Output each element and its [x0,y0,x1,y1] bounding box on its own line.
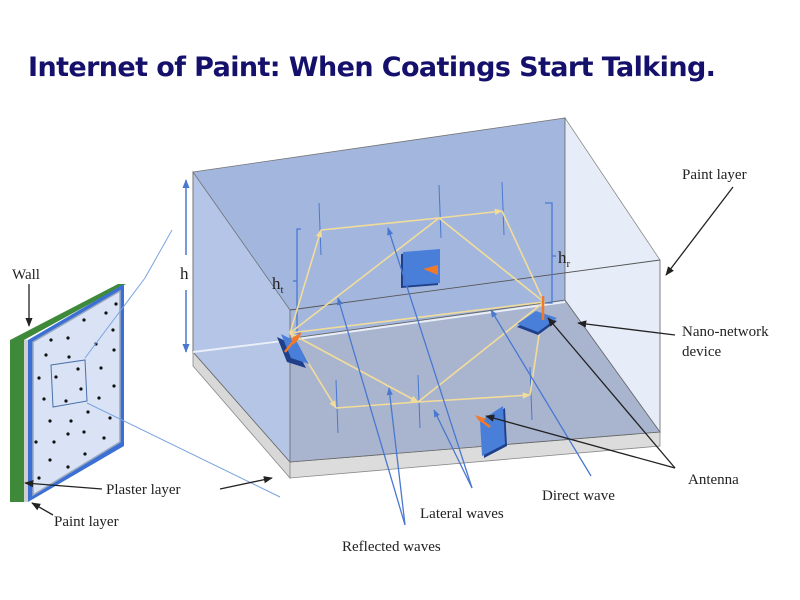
wall-layer [10,340,24,502]
zoom-projection-line-top2 [144,229,173,279]
lateral-wave-pointer-1 [387,227,473,489]
direct-wave-pointer [490,309,592,477]
plaster-layer-label: Plaster layer [106,482,181,498]
reflected-wave-pointer-2 [386,387,406,526]
paint-surface [32,289,121,497]
plaster-right-pointer [219,476,273,490]
direct-wave-label: Direct wave [542,488,615,504]
paint-right-pointer [665,186,734,276]
paint-left-pointer [31,502,54,516]
wall-panel [10,284,126,502]
box-front-top-edge [289,259,661,311]
antenna-label: Antenna [688,472,739,488]
nano-device-label-line1: Nano-network [682,324,769,340]
antenna-icon [475,415,487,422]
antenna-pointer-1 [547,317,676,469]
nano-device-left [277,332,309,368]
nano-device-back [401,249,440,288]
lateral-wave-pointer-2 [433,409,473,489]
reflected-wave-pointer-1 [336,297,406,526]
h-dimension: h [180,179,190,353]
wall-top-edge [10,284,126,340]
plaster-left-pointer [24,480,103,490]
ht-dimension: ht [272,228,301,334]
zoom-region-square [50,359,88,408]
page-title: Internet of Paint: When Coatings Start T… [28,52,716,83]
paint-layer-box [192,116,661,480]
lateral-waves-label: Lateral waves [420,506,504,522]
paint-layer-right-label: Paint layer [682,167,747,183]
nano-device-pointer [577,320,676,336]
hr-dimension: hr [545,202,571,304]
h-label: h [180,264,189,283]
hr-label: hr [558,248,571,270]
plaster-layer-side [24,340,28,502]
label-pointers [24,186,734,516]
zoom-projection-line-top [84,277,146,359]
paint-layer-left-label: Paint layer [54,514,119,530]
nano-device-dots [34,302,118,480]
wall-label: Wall [12,267,40,283]
zoom-projection-line-bottom [86,402,281,498]
wave-label-pointers [336,227,592,526]
ht-label: ht [272,274,284,296]
nano-device-right [517,296,557,335]
antenna-pointer-2 [485,414,676,469]
antenna-icon [423,265,438,275]
reflected-waves-label: Reflected waves [342,539,441,555]
nano-device-label-line2: device [682,344,721,360]
